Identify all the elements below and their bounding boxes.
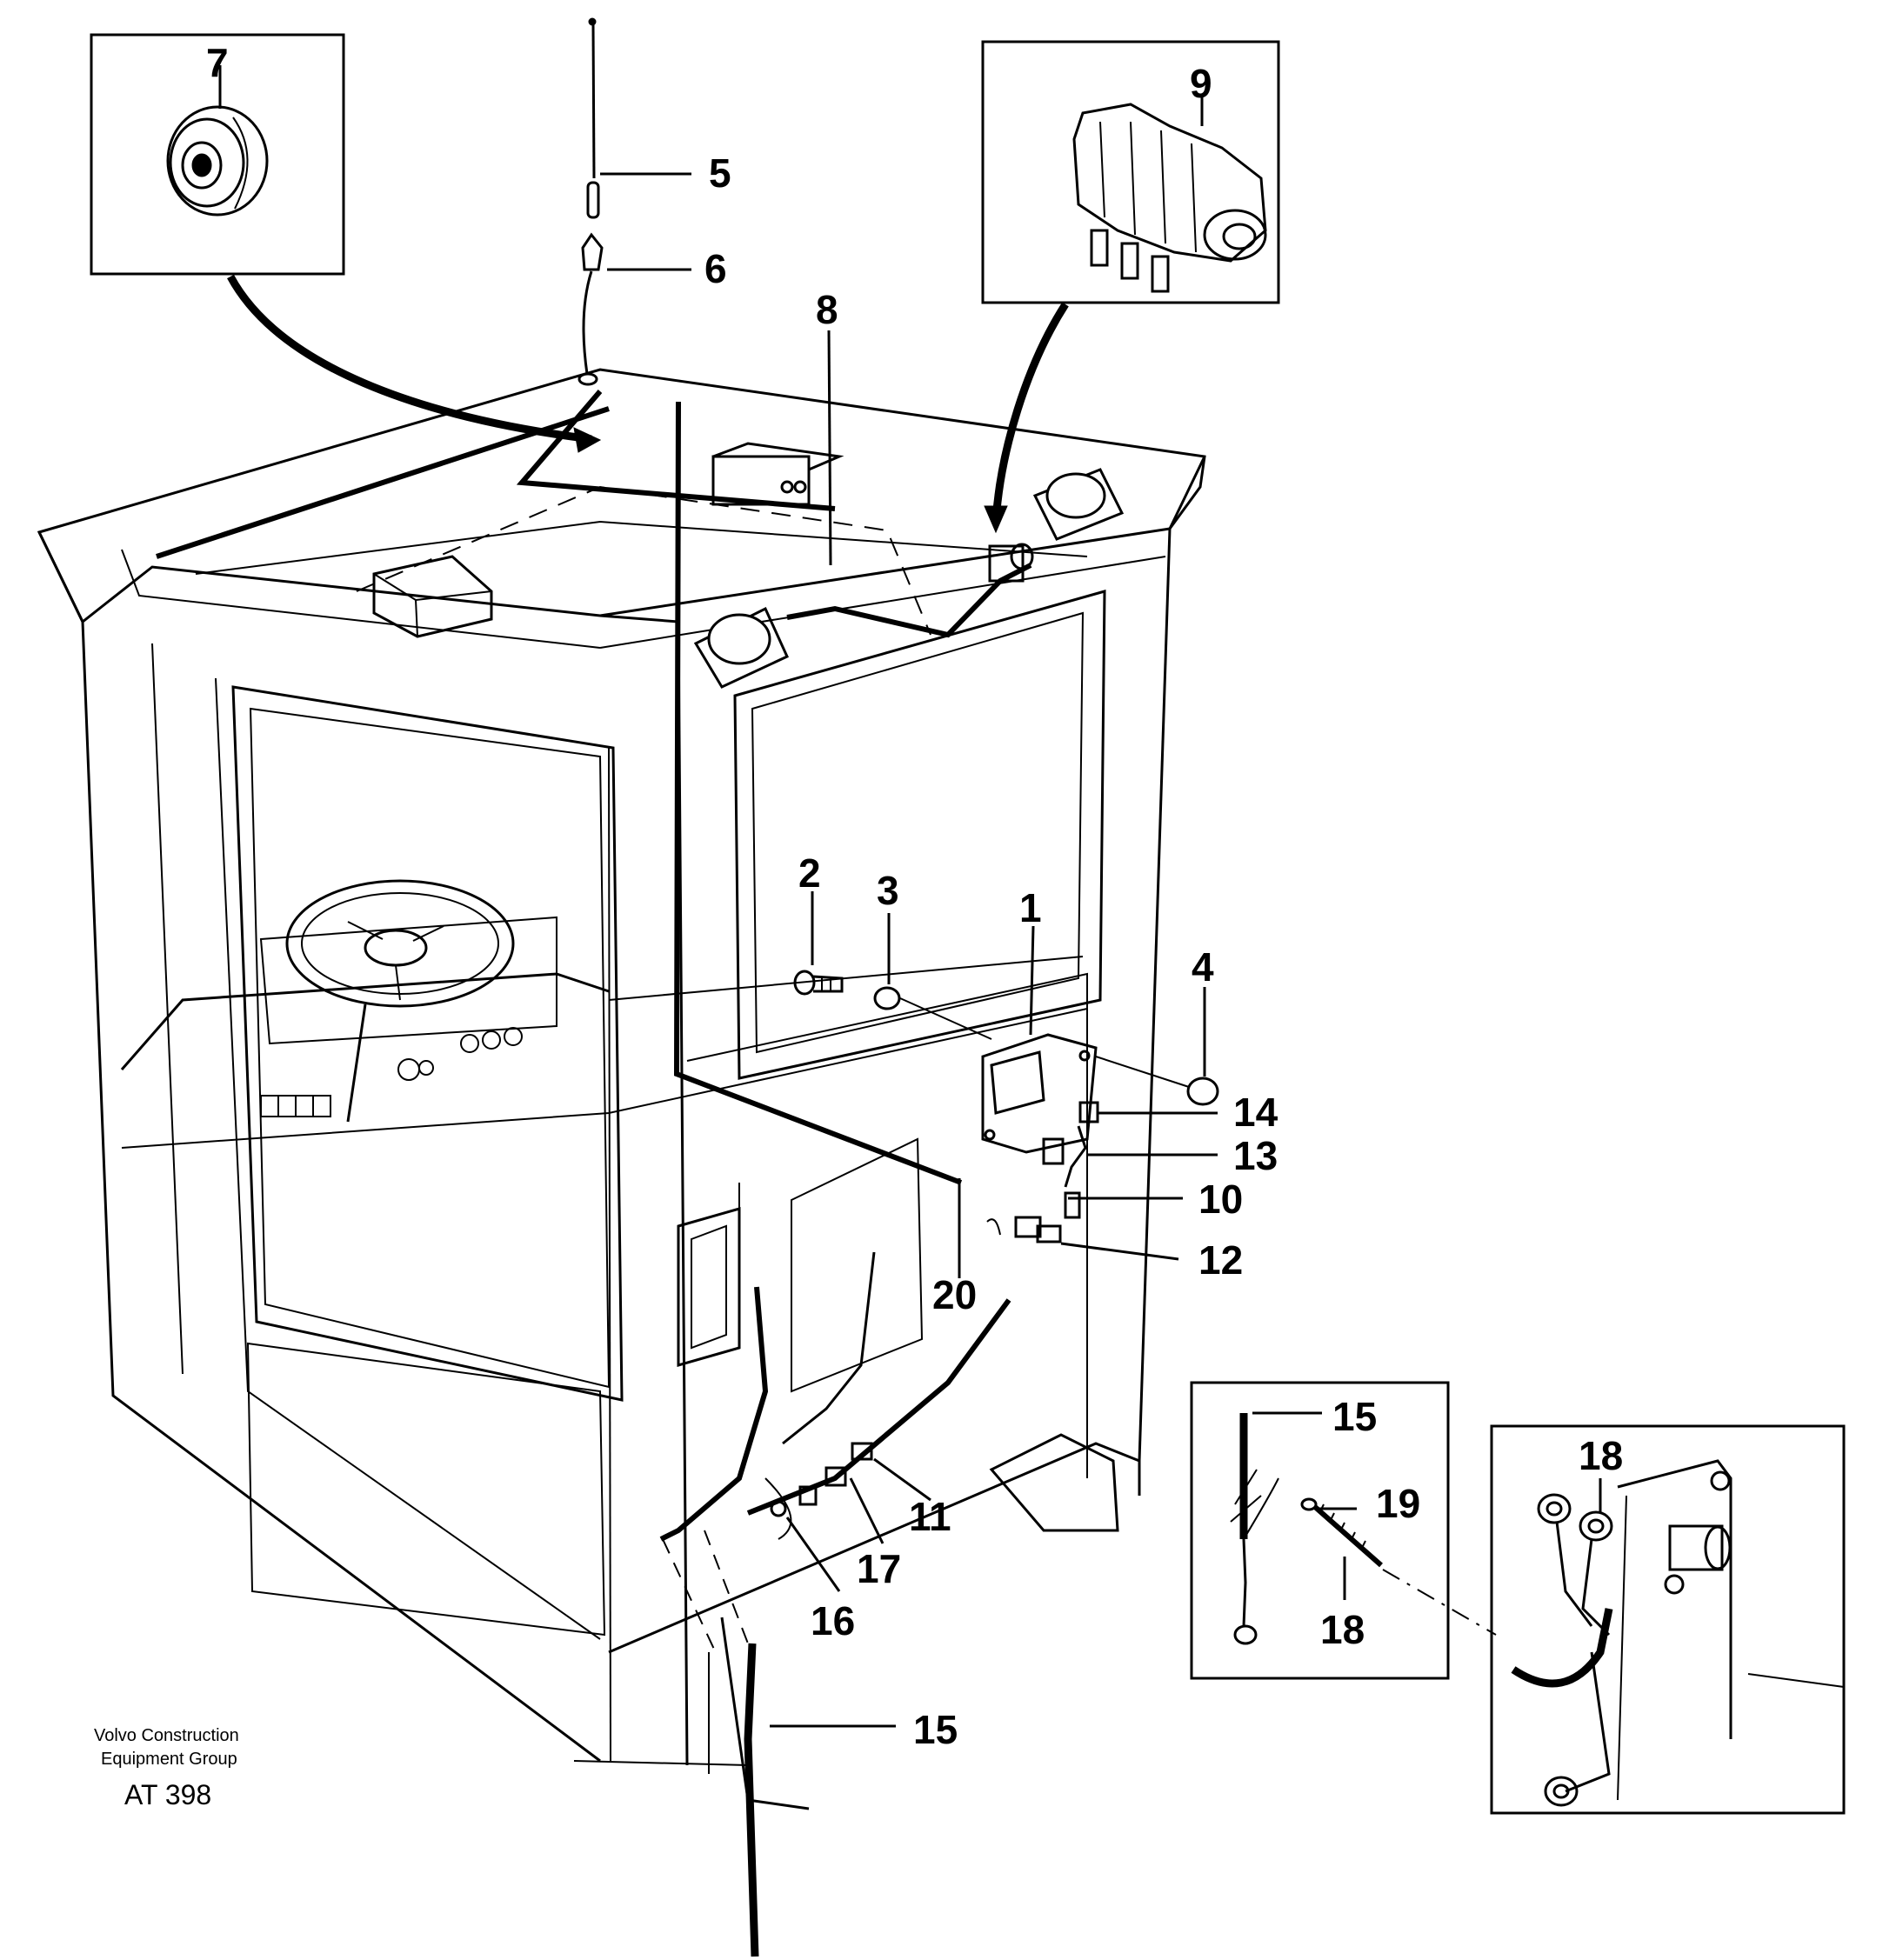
- callout-5: 5: [709, 150, 731, 196]
- radio-bracket: [981, 1033, 1098, 1154]
- bolt: [793, 970, 844, 996]
- main-cable: [662, 1530, 759, 1957]
- callout-20: 20: [932, 1272, 977, 1317]
- dashboard-gauges: [260, 1027, 523, 1117]
- callout-16: 16: [811, 1598, 855, 1643]
- connector-arrow-head: [984, 505, 1008, 534]
- radio-mount-assembly: [793, 970, 1219, 1243]
- callout-18-right: 18: [1579, 1433, 1623, 1478]
- detail-box-connector: [981, 40, 1280, 304]
- detail-box-ground-strap: [1490, 1424, 1846, 1815]
- callout-13: 13: [1233, 1133, 1278, 1178]
- callout-2: 2: [798, 850, 821, 896]
- wiring-harness: [156, 390, 1032, 1516]
- speaker-left: [693, 606, 789, 689]
- lower-harness-connectors: [659, 1251, 876, 1542]
- callout-14: 14: [1233, 1090, 1278, 1135]
- cab-roof: [37, 368, 1206, 689]
- callout-15-detail: 15: [1332, 1394, 1377, 1439]
- grommet-arrow: [227, 274, 592, 443]
- cab-body: [81, 528, 1172, 1810]
- detail-box-cable-terminal: [1190, 1381, 1497, 1680]
- callout-9: 9: [1190, 61, 1212, 106]
- callout-1: 1: [1019, 885, 1042, 930]
- callout-3: 3: [877, 868, 899, 913]
- callout-18-detail: 18: [1320, 1607, 1365, 1652]
- steering-wheel: [285, 879, 515, 1123]
- company-name-line1: Volvo Construction: [94, 1726, 239, 1745]
- detail-box-grommet: [90, 33, 345, 276]
- callout-19: 19: [1376, 1481, 1420, 1526]
- nut: [1186, 1077, 1219, 1106]
- callout-17: 17: [857, 1546, 901, 1591]
- callout-11: 11: [909, 1494, 951, 1539]
- callout-6: 6: [704, 246, 727, 291]
- speaker-right: [1032, 468, 1125, 541]
- connector-arrow: [991, 302, 1069, 523]
- grommet-arrow-head: [573, 427, 602, 453]
- drawing-code: AT 398: [124, 1779, 211, 1810]
- washer: [873, 986, 901, 1010]
- callout-8: 8: [816, 287, 838, 332]
- callout-4: 4: [1192, 944, 1214, 990]
- antenna: [577, 17, 604, 386]
- callout-15-main: 15: [913, 1707, 958, 1752]
- callout-7: 7: [206, 40, 229, 85]
- callout-12: 12: [1198, 1237, 1243, 1283]
- callout-10: 10: [1198, 1177, 1243, 1222]
- leader-lines: [600, 172, 1602, 1728]
- company-name-line2: Equipment Group: [101, 1750, 237, 1769]
